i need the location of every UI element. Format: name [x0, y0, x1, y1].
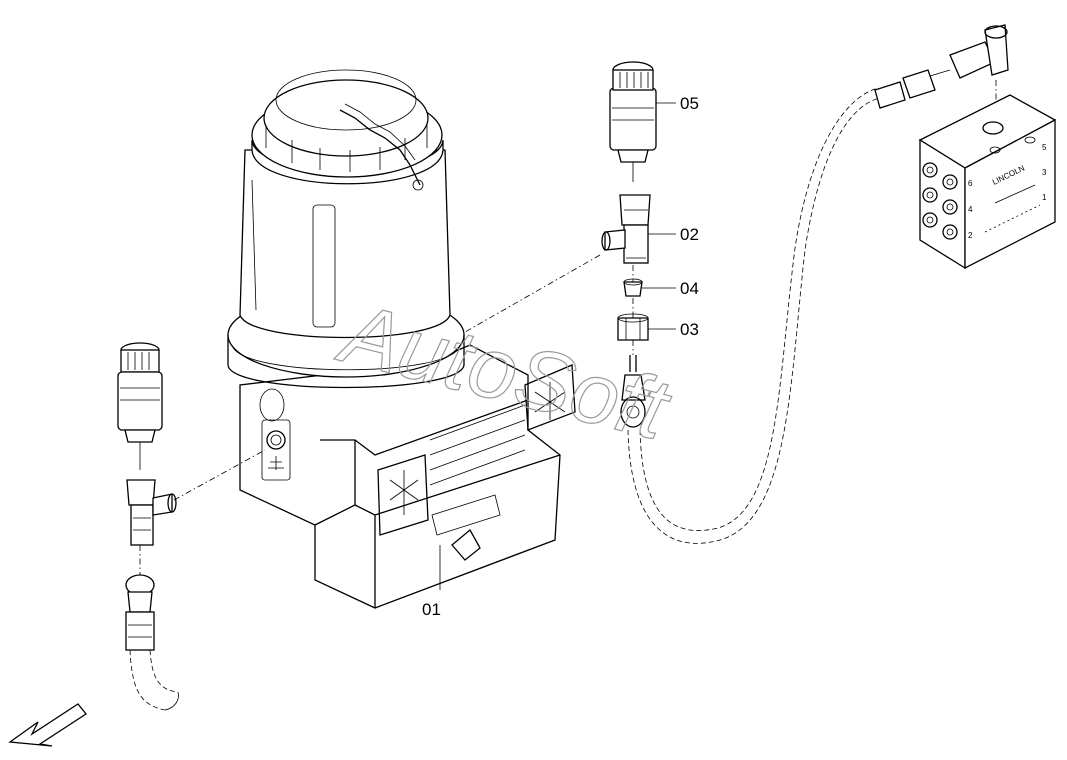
left-sensor-switch [117, 342, 163, 470]
left-tee-fitting [126, 479, 177, 546]
assembly-center-lines [139, 254, 634, 575]
port-number-4: 4 [968, 205, 973, 214]
progressive-distributor: LINCOLN 5 3 1 6 4 2 [918, 94, 1057, 270]
callout-label-03: 03 [680, 320, 699, 339]
callout-05: 05 [656, 94, 699, 113]
callout-01: 01 [422, 580, 441, 619]
callout-03: 03 [648, 320, 699, 339]
port-number-1: 1 [1042, 193, 1047, 202]
port-number-5: 5 [1042, 143, 1047, 152]
port-number-3: 3 [1042, 168, 1047, 177]
port-number-6: 6 [968, 179, 973, 188]
tee-fitting-02 [601, 194, 651, 264]
callout-02: 02 [648, 225, 699, 244]
callout-04: 04 [642, 279, 699, 298]
callout-label-05: 05 [680, 94, 699, 113]
lubrication-hose [627, 24, 1009, 544]
port-number-2: 2 [968, 231, 973, 240]
callout-label-01: 01 [422, 600, 441, 619]
lubrication-pump-unit [227, 69, 576, 609]
orientation-arrow-icon [8, 703, 87, 747]
tube-end [620, 355, 646, 428]
union-nut-03 [617, 313, 649, 341]
left-hose [125, 574, 179, 711]
sensor-switch-05 [609, 61, 657, 182]
distributor-outlets [922, 162, 958, 240]
callout-label-04: 04 [680, 279, 699, 298]
sleeve-ring-04 [623, 278, 643, 297]
callout-label-02: 02 [680, 225, 699, 244]
